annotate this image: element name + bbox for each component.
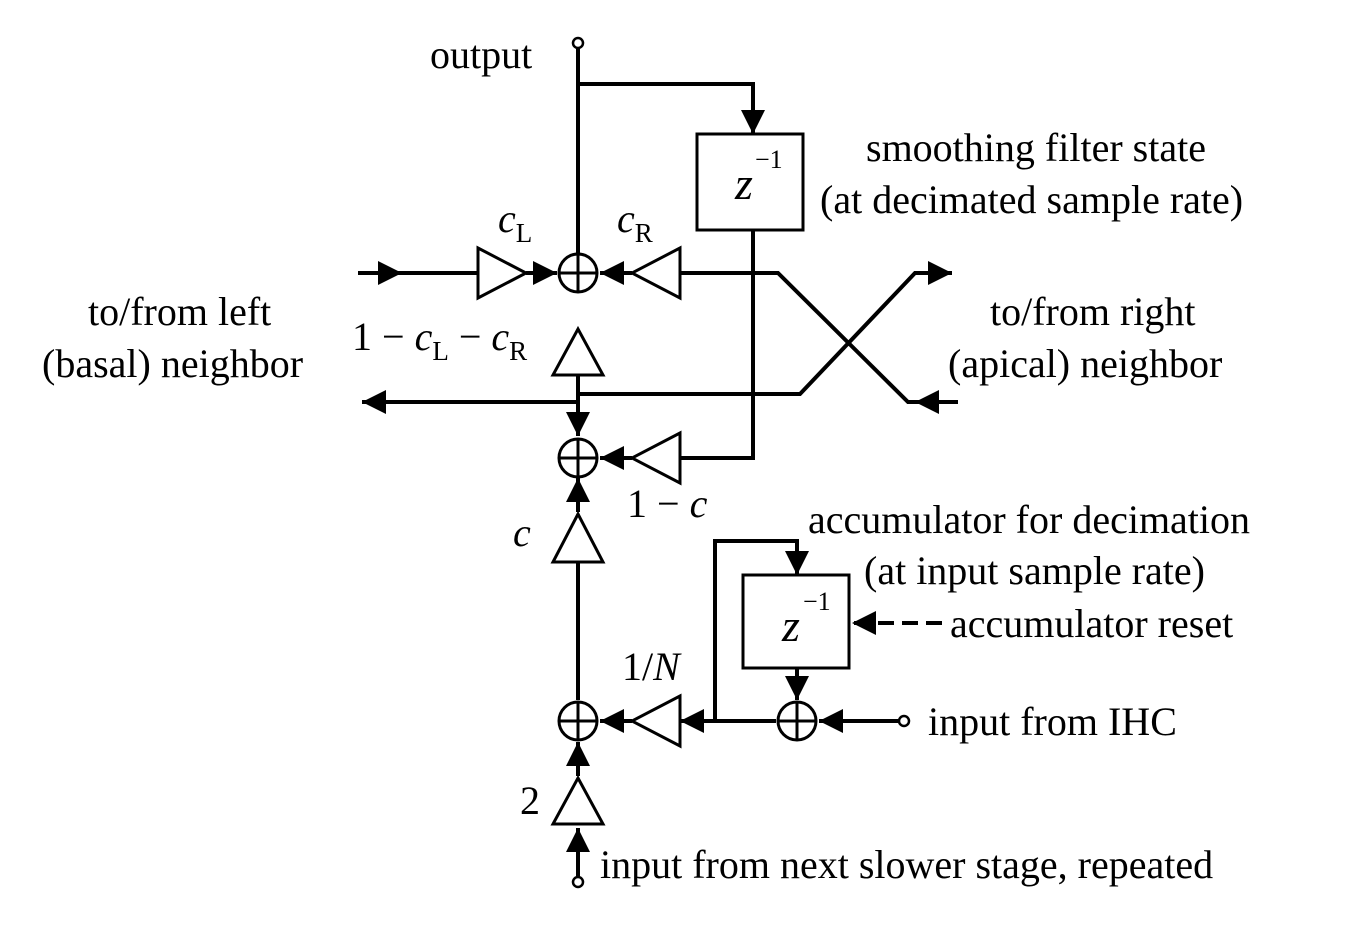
gain-cL-amp bbox=[476, 245, 530, 301]
slower-stage-input-label: input from next slower stage, repeated bbox=[600, 842, 1213, 887]
gain-c-amp bbox=[550, 510, 606, 564]
left-neighbor-label-line1: to/from left bbox=[88, 289, 271, 334]
accumulator-delay-block: z −1 bbox=[741, 573, 851, 670]
wire-right-in-cross bbox=[680, 271, 958, 404]
sum-junction-bottom bbox=[557, 700, 599, 742]
gain-c-label: c bbox=[513, 510, 531, 555]
ihc-input-terminal bbox=[897, 714, 911, 728]
sum-junction-top bbox=[557, 252, 599, 294]
wire-split-to-right-out bbox=[578, 261, 952, 396]
output-label: output bbox=[430, 32, 532, 77]
wires bbox=[358, 48, 958, 878]
accumulator-delay-exp: −1 bbox=[803, 587, 831, 616]
slower-stage-input-terminal bbox=[571, 875, 585, 889]
right-neighbor-label-line2: (apical) neighbor bbox=[948, 341, 1222, 386]
gain-cR-label: cR bbox=[617, 196, 653, 248]
accumulator-delay-z: z bbox=[781, 600, 800, 651]
gain-mix-label: 1 − cL − cR bbox=[352, 314, 527, 366]
gain-two-amp bbox=[550, 774, 606, 826]
ihc-input-label: input from IHC bbox=[928, 699, 1177, 744]
sum-junction-accumulator bbox=[776, 700, 818, 742]
accumulator-reset-label: accumulator reset bbox=[950, 601, 1233, 646]
wire-accum-loop bbox=[713, 539, 809, 721]
gain-mix-amp bbox=[550, 325, 606, 377]
gain-inv-n-amp bbox=[628, 693, 682, 749]
gain-inv-n-label: 1/N bbox=[622, 644, 682, 689]
wire-output-to-delay bbox=[578, 82, 765, 134]
smoothing-delay-exp: −1 bbox=[755, 145, 783, 174]
smoothing-label-line2: (at decimated sample rate) bbox=[820, 177, 1243, 222]
gain-one-minus-c-label: 1 − c bbox=[627, 481, 708, 526]
smoothing-label-line1: smoothing filter state bbox=[866, 125, 1206, 170]
smoothing-delay-block: z −1 bbox=[695, 132, 805, 232]
sum-junction-middle bbox=[557, 437, 599, 479]
gain-cR-amp bbox=[628, 245, 682, 301]
output-terminal bbox=[571, 36, 585, 50]
left-neighbor-label-line2: (basal) neighbor bbox=[42, 341, 303, 386]
wire-delay-feedback bbox=[680, 230, 755, 460]
right-neighbor-label-line1: to/from right bbox=[990, 289, 1196, 334]
smoothing-delay-z: z bbox=[734, 158, 753, 209]
accumulator-label-line2: (at input sample rate) bbox=[864, 548, 1205, 593]
gain-two-label: 2 bbox=[520, 778, 540, 823]
accumulator-label-line1: accumulator for decimation bbox=[808, 497, 1250, 542]
gain-cL-label: cL bbox=[498, 196, 532, 248]
gain-one-minus-c-amp bbox=[628, 430, 682, 486]
